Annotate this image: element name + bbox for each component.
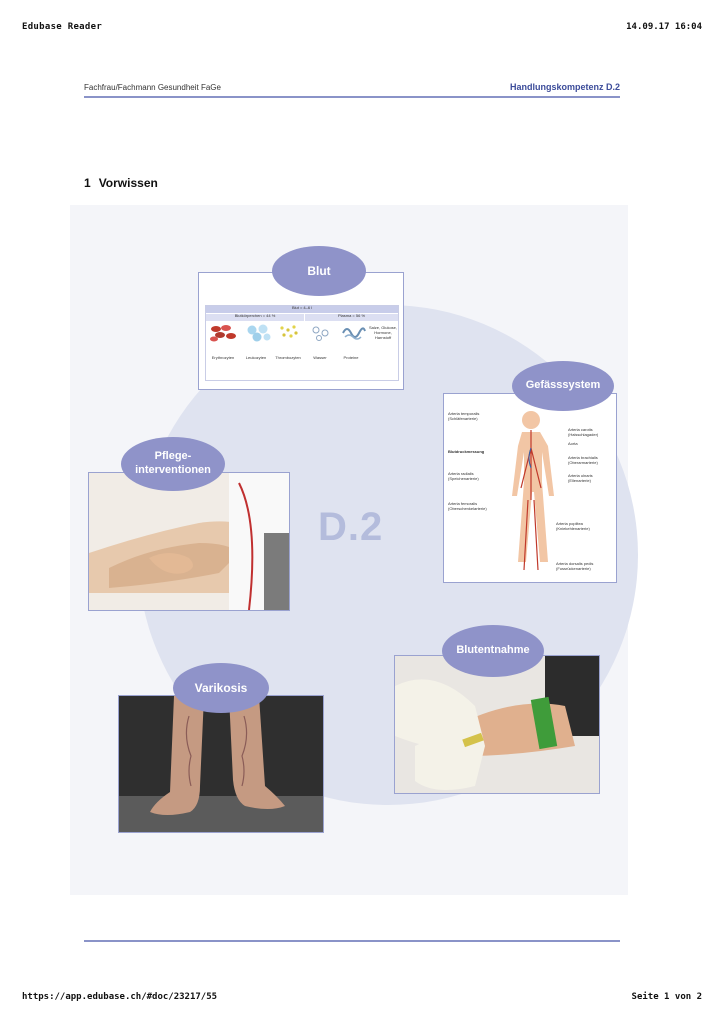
cell-label-water: Wasser — [313, 355, 327, 360]
bubble-gefaesssystem: Gefässsystem — [512, 361, 614, 411]
blood-draw-image — [395, 656, 599, 793]
doc-header-right: Handlungskompetenz D.2 — [509, 82, 620, 92]
label-arteria-brachialis: Arteria brachialis (Oberarmarterie) — [568, 455, 598, 465]
water-icon — [312, 326, 329, 341]
cell-label-proteins: Proteine — [343, 355, 359, 360]
vascular-system-panel: Arteria temporalis (Schläfenarterie) Art… — [443, 393, 617, 583]
section-title: Vorwissen — [98, 176, 158, 190]
leukocytes-icon — [247, 324, 271, 342]
bubble-pflege-line1: Pflege- — [154, 450, 192, 463]
datetime: 14.09.17 16:04 — [626, 22, 702, 32]
proteins-icon — [342, 327, 366, 340]
footer-divider — [84, 940, 620, 942]
section-number: 1 — [84, 176, 91, 190]
bubble-varikosis: Varikosis — [173, 663, 269, 713]
bubble-blutentnahme: Blutentnahme — [442, 625, 544, 677]
blood-composition-panel: Blut = 4–6 l Blutkörperchen = 44 % Plasm… — [198, 272, 404, 390]
label-arteria-poplitea: Arteria poplitea (Kniekehlenarterie) — [556, 521, 590, 531]
label-arteria-temporalis: Arteria temporalis (Schläfenarterie) — [448, 411, 480, 421]
cell-label-thrombocytes: Thrombozyten — [275, 355, 301, 360]
cell-label-leukocytes: Leukozyten — [245, 355, 267, 360]
photo-pflegeinterventionen — [88, 472, 290, 611]
blood-table-plasma-header: Plasma = 56 % — [305, 313, 398, 321]
bubble-pflege-line2: interventionen — [135, 464, 211, 476]
cell-label-erythrocytes: Erythrozyten — [211, 355, 235, 360]
label-aorta: Aorta — [568, 441, 578, 446]
header-divider — [84, 96, 620, 98]
blood-table-top: Blut = 4–6 l — [206, 305, 398, 313]
section-heading: 1 Vorwissen — [84, 176, 158, 190]
app-title: Edubase Reader — [22, 22, 103, 32]
legs-varicose-image — [119, 696, 323, 832]
photo-varikosis — [118, 695, 324, 833]
erythrocytes-icon — [210, 325, 236, 342]
cell-label-salts: Salze, Glukose, Hormone, Harnstoff — [368, 325, 397, 340]
page-indicator: Seite 1 von 2 — [631, 992, 702, 1002]
page-url-link[interactable]: https://app.edubase.ch/#doc/23217/55 — [22, 992, 218, 1002]
label-arteria-carotis: Arteria carotis (Halsschlagader) — [568, 427, 599, 437]
label-blutdruckmessung: Blutdruckmessung — [448, 449, 485, 454]
label-arteria-radialis: Arteria radialis (Speichenarterie) — [448, 471, 479, 481]
label-arteria-femoralis: Arteria femoralis (Oberschenkelarterie) — [448, 501, 487, 511]
thrombocytes-icon — [280, 325, 298, 338]
bubble-pflegeinterventionen: Pflege- interventionen — [121, 437, 225, 491]
nursing-care-image — [89, 473, 289, 610]
center-label: D.2 — [318, 505, 384, 549]
label-arteria-ulnaris: Arteria ulnaris (Ellenarterie) — [568, 473, 593, 483]
blood-table: Blut = 4–6 l Blutkörperchen = 44 % Plasm… — [205, 305, 399, 381]
body-arteries-illustration — [512, 411, 554, 571]
blood-table-cells-header: Blutkörperchen = 44 % — [206, 313, 304, 321]
label-arteria-dorsalis-pedis: Arteria dorsalis pedis (Fussrückenarteri… — [556, 561, 594, 571]
bubble-blut: Blut — [272, 246, 366, 296]
photo-blutentnahme — [394, 655, 600, 794]
doc-header-left: Fachfrau/Fachmann Gesundheit FaGe — [84, 83, 221, 92]
